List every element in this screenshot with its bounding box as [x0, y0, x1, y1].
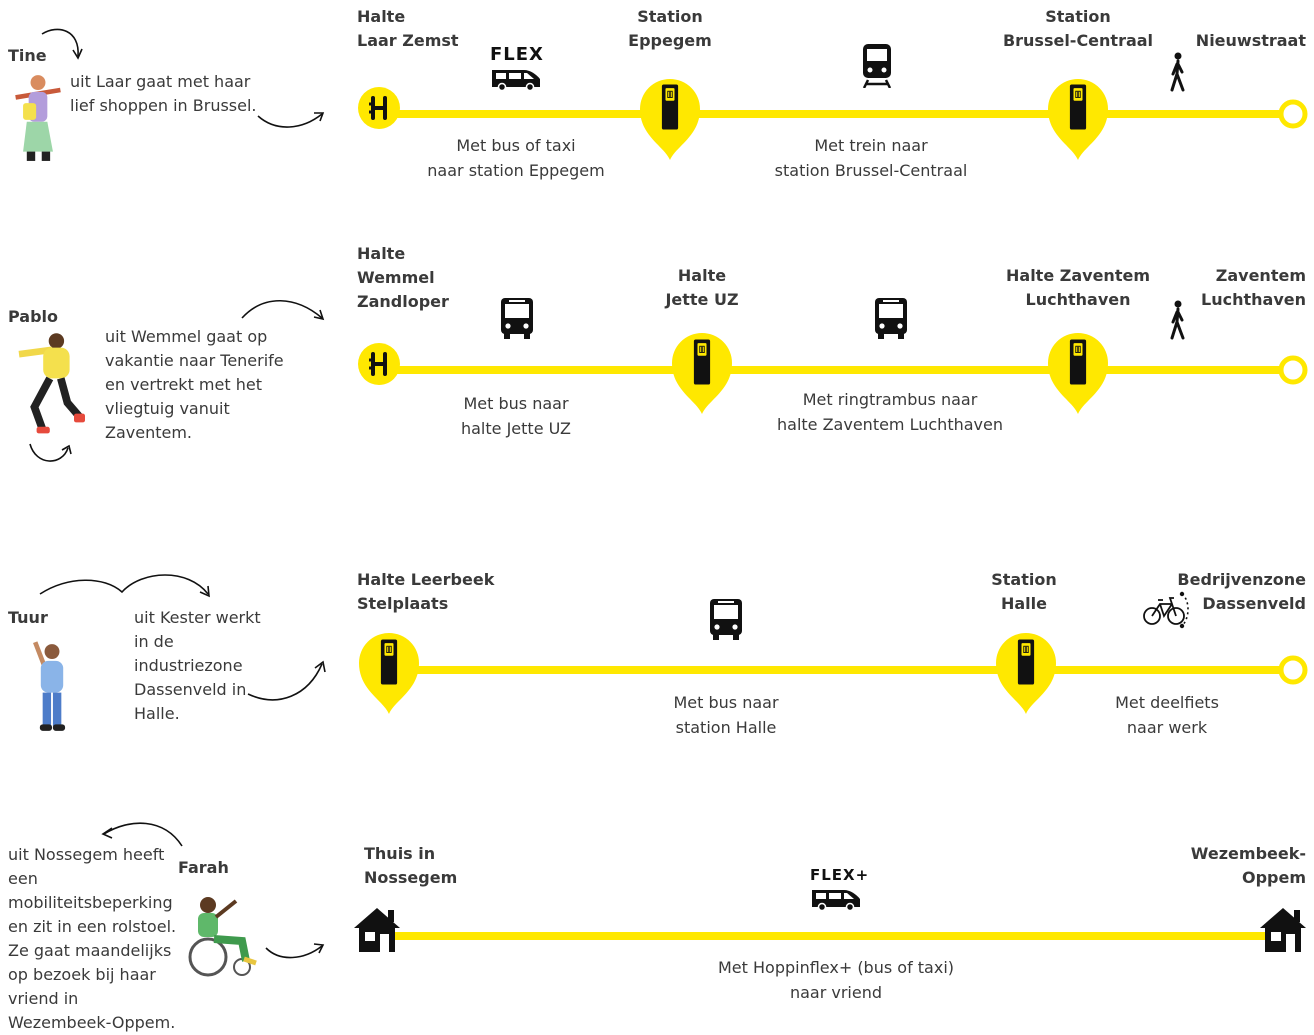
person-name: Tine: [8, 46, 47, 65]
curved-arrow-icon: [39, 574, 210, 598]
station-totem-icon: [380, 638, 398, 686]
person-illustration-farah: [188, 897, 257, 977]
person-description: uit Laar gaat met haar lief shoppen in B…: [70, 72, 257, 115]
bus-stop-pin: [357, 342, 401, 386]
leg-description: Met bus naar halte Jette UZ: [460, 394, 572, 438]
route-line: [378, 366, 1294, 374]
bus-icon: [709, 597, 743, 641]
person-description: uit Wemmel gaat op vakantie naar Tenerif…: [105, 327, 284, 442]
end-circle: [1278, 99, 1308, 129]
station-totem-icon: [1017, 638, 1035, 686]
curved-arrow-icon: [41, 28, 83, 60]
stop-label: Halte Wemmel Zandloper: [357, 244, 449, 311]
bus-icon: [874, 296, 908, 340]
leg-description: Met bus of taxi naar station Eppegem: [427, 136, 605, 180]
flex-label: FLEX: [490, 44, 544, 65]
curved-arrow-icon: [29, 443, 72, 462]
person-illustration-tine: [15, 75, 61, 161]
leg-description: Met bus naar station Halle: [673, 693, 779, 737]
stop-label: Station Eppegem: [628, 7, 712, 50]
person-name: Tuur: [8, 608, 48, 627]
stop-label: Bedrijvenzone Dassenveld: [1177, 570, 1306, 613]
person-illustration-tuur: [33, 641, 80, 744]
flex-plus-van-icon: [810, 886, 862, 910]
route-line: [378, 110, 1294, 118]
curved-arrow-icon: [241, 299, 325, 321]
stop-label: Wezembeek- Oppem: [1190, 844, 1306, 887]
person-description: uit Kester werkt in de industriezone Das…: [134, 608, 261, 723]
curved-arrow-icon: [265, 943, 325, 959]
stop-label: Halte Jette UZ: [665, 266, 739, 309]
bus-stop-pin: [357, 86, 401, 130]
person-name: Farah: [178, 858, 229, 877]
route-line: [378, 666, 1294, 674]
bicycle-icon: [1142, 590, 1192, 630]
flex-van-icon: [490, 66, 542, 90]
person-name: Pablo: [8, 307, 59, 326]
station-totem-icon: [1069, 83, 1087, 131]
station-totem-icon: [693, 338, 711, 386]
curved-arrow-icon: [247, 660, 326, 701]
curved-arrow-icon: [101, 822, 183, 847]
leg-description: Met deelfiets naar werk: [1115, 693, 1219, 737]
bus-icon: [500, 296, 534, 340]
stop-label: Halte Zaventem Luchthaven: [1006, 266, 1150, 309]
leg-description: Met trein naar station Brussel-Centraal: [774, 136, 968, 180]
person-illustration-pablo: [18, 333, 85, 434]
house-icon: [352, 904, 402, 954]
walking-icon: [1168, 52, 1188, 92]
leg-description: Met Hoppinflex+ (bus of taxi) naar vrien…: [717, 958, 955, 1002]
station-totem-icon: [1069, 338, 1087, 386]
stop-label: Zaventem Luchthaven: [1201, 266, 1306, 309]
person-description: uit Nossegem heeft een mobiliteitsbeperk…: [8, 845, 177, 1032]
stop-label: Thuis in Nossegem: [364, 844, 458, 887]
route-line: [380, 932, 1280, 940]
house-icon: [1258, 904, 1308, 954]
end-circle: [1278, 355, 1308, 385]
stop-label: Halte Leerbeek Stelplaats: [357, 570, 495, 613]
stop-label: Station Halle: [991, 570, 1057, 613]
walking-icon: [1168, 300, 1188, 340]
leg-description: Met ringtrambus naar halte Zaventem Luch…: [777, 390, 1003, 434]
stop-label: Station Brussel-Centraal: [1002, 7, 1154, 50]
curved-arrow-icon: [257, 112, 325, 128]
end-circle: [1278, 655, 1308, 685]
stop-label: Halte Laar Zemst: [357, 7, 459, 50]
stop-label: Nieuwstraat: [1195, 31, 1306, 50]
station-totem-icon: [661, 83, 679, 131]
train-icon: [860, 44, 894, 88]
flex-plus-label: FLEX+: [810, 866, 870, 884]
